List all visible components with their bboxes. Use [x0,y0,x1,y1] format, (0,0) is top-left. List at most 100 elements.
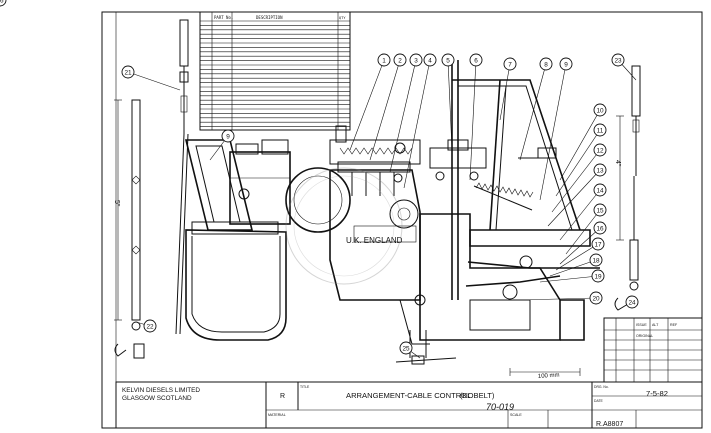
linkage-frame [429,60,600,300]
item-balloon-number: 1 [382,57,386,64]
item-balloon: 7 [503,57,517,71]
pin-assembly [395,355,581,376]
item-balloon: 26 [0,0,7,7]
item-balloon: 4 [423,53,437,67]
item-balloon-number: 7 [508,61,512,68]
item-balloon-number: 15 [596,207,604,214]
item-balloon-number: 24 [628,299,636,306]
drg-no-label: DRG. No. [594,385,609,389]
item-balloon: 2 [393,53,407,67]
revision-header-alt: ALT [652,323,659,327]
revision-table: ISSUE ALT REF ORIGINAL [603,317,703,383]
leader-line [565,209,601,255]
item-balloon-number: 12 [596,147,604,154]
item-balloon: 6 [469,53,483,67]
leader-line [559,189,601,241]
leader-line [127,71,181,91]
item-balloon: 15 [593,203,607,217]
left-cable-assembly [114,19,189,359]
item-balloon: 8 [539,57,553,71]
item-balloon: 20 [589,291,603,305]
engine-assembly [184,139,585,358]
item-balloon-number: 22 [146,323,154,330]
revision-header-ref: REF [670,323,678,327]
parts-header-part: PART No. [214,15,233,20]
leader-line [559,109,601,181]
item-balloon: 25 [399,341,413,355]
item-balloon: 10 [593,103,607,117]
drawing-date: 7-5-82 [646,389,668,398]
leader-line [499,63,511,121]
drawing-number: R.A8807 [596,421,623,428]
item-balloon: 17 [591,237,605,251]
engine-plate-label: U.K. ENGLAND [346,236,403,245]
leader-line [403,59,431,189]
item-balloon: 9 [221,129,235,143]
leader-line [447,59,453,151]
item-balloon: 23 [611,53,625,67]
leader-line [539,63,567,201]
item-balloon: 13 [593,163,607,177]
item-balloon: 5 [441,53,455,67]
item-balloon-number: 2 [398,57,402,64]
cable-bracket [329,125,421,183]
item-balloon-number: 3 [414,57,418,64]
leader-line [349,59,385,151]
leader-line [389,59,417,173]
item-balloon-number: 19 [594,273,602,280]
item-balloon-number: 26 [0,0,4,4]
leader-line [369,59,401,161]
scale-label: SCALE [510,413,522,417]
item-balloon-number: 9 [226,133,230,140]
item-balloon: 11 [593,123,607,137]
left-dimension-label: 5" [113,200,120,207]
item-balloon-number: 8 [544,61,548,68]
item-balloon-number: 9 [564,61,568,68]
right-dimension-label: 4" [614,160,621,167]
item-balloon: 18 [589,253,603,267]
item-balloon-number: 5 [446,57,450,64]
leader-line [539,275,599,283]
watermark-seal [285,167,403,285]
leader-line [555,243,599,271]
company-location: GLASGOW SCOTLAND [122,395,192,402]
drawing-title: ARRANGEMENT-CABLE CONTROL [346,391,471,400]
item-balloon: 9 [559,57,573,71]
revision-header-issue: ISSUE [636,323,647,327]
item-balloon-number: 13 [596,167,604,174]
item-balloon-number: 14 [596,187,604,194]
item-balloon: 22 [143,319,157,333]
item-balloon: 3 [409,53,423,67]
item-balloon-number: 16 [596,225,604,232]
revision-original: ORIGINAL [636,334,653,338]
title-block: KELVIN DIESELS LIMITED GLASGOW SCOTLAND … [115,381,703,429]
right-cable-assembly [614,65,641,311]
scale-bar-label: 100 mm [538,372,560,379]
parts-header-qty: QTY [339,16,346,20]
item-balloon-number: 23 [614,57,622,64]
item-balloon-number: 20 [592,295,600,302]
leader-line [547,169,601,227]
item-balloon: 1 [377,53,391,67]
item-balloon-number: 4 [428,57,432,64]
leader-line [519,63,547,161]
leader-line [549,259,597,277]
leader-line [551,149,601,213]
title-label: TITLE [300,385,310,389]
handwritten-number: 70-019 [486,402,514,412]
issue-letter: R [280,393,285,400]
leader-lines [127,59,637,359]
leader-line [555,129,601,197]
item-balloon: 14 [593,183,607,197]
item-balloon: 24 [625,295,639,309]
leader-line [559,227,601,265]
parts-list-table: PART No. DESCRIPTION QTY [199,11,351,131]
item-balloon-number: 17 [594,241,602,248]
item-balloon: 21 [121,65,135,79]
material-label: MATERIAL [268,413,286,417]
leader-line [469,59,477,181]
item-balloon: 16 [593,221,607,235]
item-balloon-number: 25 [402,345,410,352]
